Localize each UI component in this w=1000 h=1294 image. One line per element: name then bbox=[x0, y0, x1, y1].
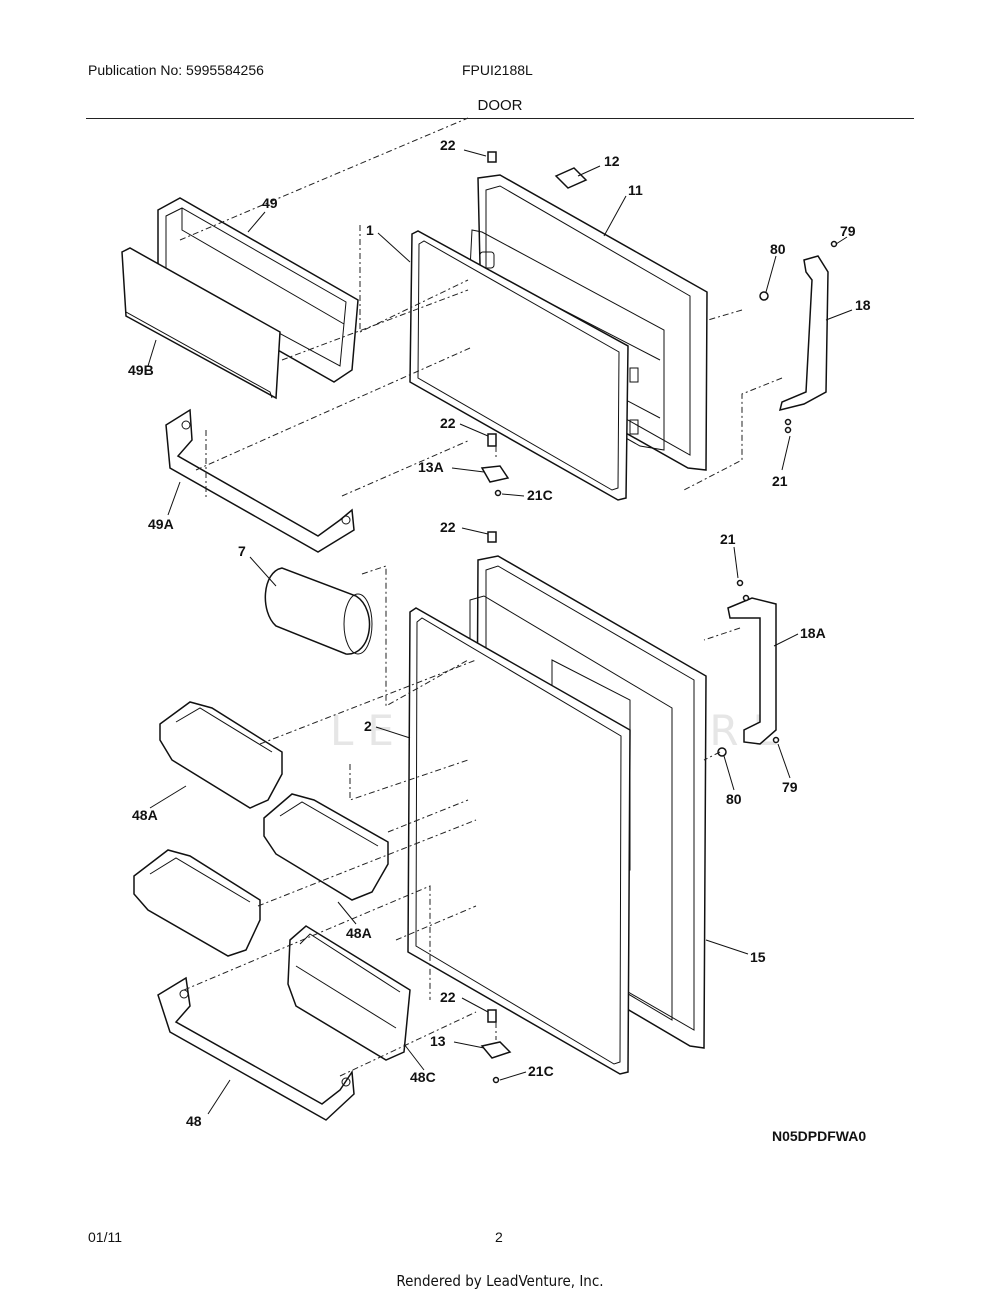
callout-13A: 13A bbox=[418, 459, 444, 475]
rendered-by: Rendered by LeadVenture, Inc. bbox=[396, 1272, 604, 1290]
callout-13: 13 bbox=[430, 1033, 446, 1049]
hardware-parts bbox=[480, 151, 838, 1084]
callout-21C: 21C bbox=[527, 487, 553, 503]
callout-48: 48 bbox=[186, 1113, 202, 1129]
callout-7: 7 bbox=[238, 543, 246, 559]
callout-21: 21 bbox=[720, 531, 736, 547]
callout-18: 18 bbox=[855, 297, 871, 313]
callout-49B: 49B bbox=[128, 362, 154, 378]
callout-49A: 49A bbox=[148, 516, 174, 532]
callout-2: 2 bbox=[364, 718, 372, 734]
header-rule bbox=[86, 118, 914, 119]
callout-22: 22 bbox=[440, 519, 456, 535]
callout-18A: 18A bbox=[800, 625, 826, 641]
freezer-gasket-part-1 bbox=[409, 230, 629, 501]
drawing-code: N05DPDFWA0 bbox=[772, 1128, 866, 1144]
callout-21C: 21C bbox=[528, 1063, 554, 1079]
assembly-lines bbox=[179, 117, 783, 1077]
page-number: 2 bbox=[495, 1229, 503, 1245]
fresh-food-gasket-part-2 bbox=[407, 607, 631, 1075]
callout-12: 12 bbox=[604, 153, 620, 169]
callout-22: 22 bbox=[440, 137, 456, 153]
callout-80: 80 bbox=[770, 241, 786, 257]
leader-lines bbox=[147, 149, 853, 1115]
publication-number: Publication No: 5995584256 bbox=[88, 62, 264, 78]
callout-79: 79 bbox=[782, 779, 798, 795]
callout-79: 79 bbox=[840, 223, 856, 239]
door-bin-part-48A-upper bbox=[159, 701, 283, 809]
footer-date: 01/11 bbox=[88, 1229, 122, 1245]
dairy-bin-part-48C bbox=[287, 925, 411, 1061]
callout-48A: 48A bbox=[132, 807, 158, 823]
handle-part-18 bbox=[778, 255, 829, 412]
callout-22: 22 bbox=[440, 415, 456, 431]
callout-48A: 48A bbox=[346, 925, 372, 941]
callout-49: 49 bbox=[262, 195, 278, 211]
door-bin-part-48A-middle bbox=[263, 793, 389, 901]
callout-labels: 22 12 11 49 1 79 80 18 49B 22 13A 21C 21… bbox=[128, 137, 871, 1129]
section-title: DOOR bbox=[477, 97, 523, 114]
callout-11: 11 bbox=[628, 182, 643, 198]
callout-22: 22 bbox=[440, 989, 456, 1005]
callout-1: 1 bbox=[366, 222, 374, 238]
callout-15: 15 bbox=[750, 949, 766, 965]
handle-part-18A bbox=[727, 597, 777, 745]
freezer-door-rack-part-49A bbox=[165, 408, 355, 553]
callout-48C: 48C bbox=[410, 1069, 436, 1085]
freezer-shelf-front-part-49B bbox=[121, 247, 281, 400]
canister-part-7 bbox=[264, 567, 373, 655]
door-bin-part-48A-lower bbox=[133, 849, 261, 957]
callout-80: 80 bbox=[726, 791, 742, 807]
callout-21: 21 bbox=[772, 473, 788, 489]
model-number: FPUI2188L bbox=[462, 62, 533, 78]
